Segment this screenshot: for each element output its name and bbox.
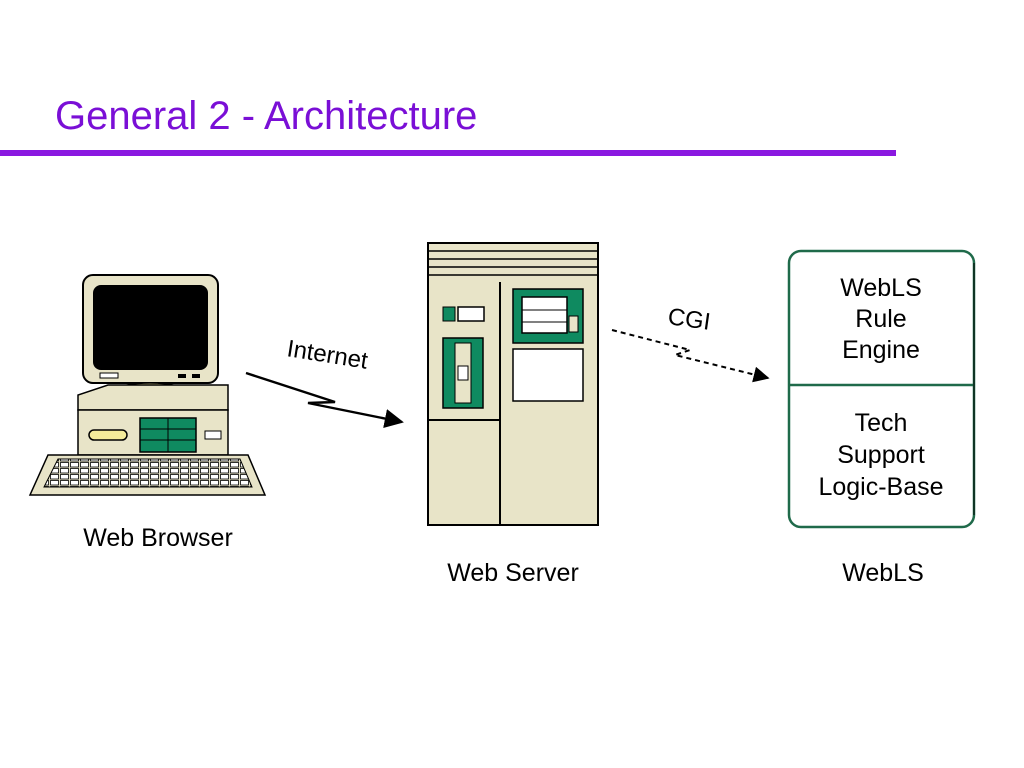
webls-box [787,249,976,529]
webls-caption: WebLS [842,559,924,587]
webls-lower-line-2: Support [837,441,925,469]
page-title: General 2 - Architecture [55,94,478,138]
desktop-computer-icon [28,274,267,496]
web-server-caption: Web Server [447,559,579,587]
internet-label: Internet [285,335,370,374]
internet-link [245,371,404,428]
webls-upper-line-3: Engine [842,336,920,364]
webls-upper-line-1: WebLS [840,274,922,302]
webls-upper-line-2: Rule [855,305,906,333]
title-divider [0,150,896,156]
webls-lower-line-3: Logic-Base [818,473,943,501]
cgi-label: CGI [666,303,712,336]
server-cabinet-icon [427,242,599,526]
cgi-link [611,329,770,383]
webls-lower-line-1: Tech [855,409,908,437]
web-browser-caption: Web Browser [83,524,233,552]
